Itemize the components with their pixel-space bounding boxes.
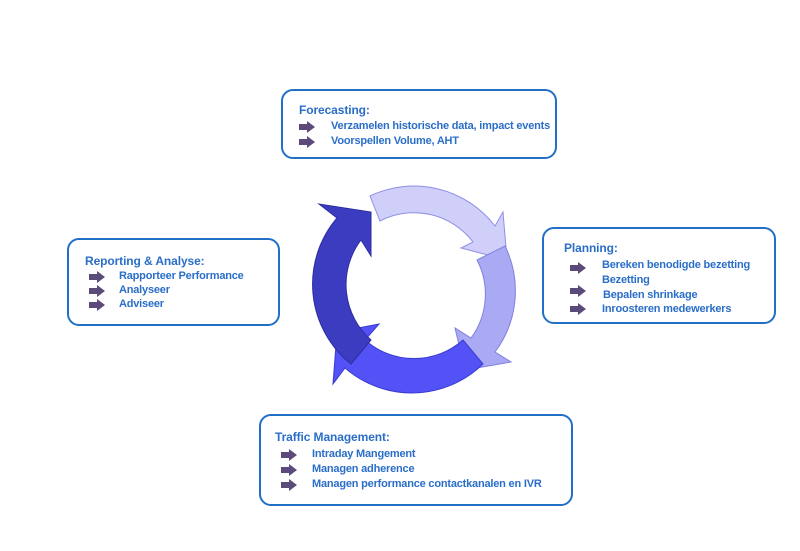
planning-item: Bereken benodigde bezetting [602, 259, 751, 271]
cycle-arrow-forecasting [369, 185, 508, 261]
traffic-management-box: Traffic Management: Intraday Mangement M… [259, 414, 573, 506]
arrow-right-icon [570, 262, 586, 274]
reporting-box: Reporting & Analyse: Rapporteer Performa… [67, 238, 280, 326]
forecasting-title: Forecasting: [299, 103, 370, 117]
arrow-right-icon [281, 449, 297, 461]
planning-box: Planning: Bereken benodigde bezetting Be… [542, 227, 776, 324]
arrow-right-icon [281, 479, 297, 491]
planning-item: Bepalen shrinkage [603, 289, 698, 301]
cycle-arrow-reporting [312, 203, 372, 365]
cycle-diagram [312, 185, 516, 394]
traffic-item: Managen adherence [312, 463, 415, 475]
arrow-right-icon [281, 464, 297, 476]
cycle-arrow-traffic [332, 323, 484, 394]
reporting-title: Reporting & Analyse: [85, 254, 205, 268]
arrow-right-icon [89, 285, 105, 297]
traffic-item: Managen performance contactkanalen en IV… [312, 478, 542, 490]
arrow-right-icon [570, 303, 586, 315]
cycle-arrow-planning [454, 245, 516, 371]
arrow-right-icon [89, 299, 105, 311]
reporting-item: Rapporteer Performance [119, 270, 244, 282]
forecasting-item: Verzamelen historische data, impact even… [331, 120, 551, 132]
reporting-item: Adviseer [119, 298, 164, 310]
forecasting-item: Voorspellen Volume, AHT [331, 135, 459, 147]
planning-item: Inroosteren medewerkers [602, 303, 732, 315]
arrow-right-icon [299, 136, 315, 148]
planning-title: Planning: [564, 241, 618, 255]
traffic-item: Intraday Mangement [312, 448, 416, 460]
reporting-item: Analyseer [119, 284, 170, 296]
traffic-management-title: Traffic Management: [275, 430, 390, 444]
arrow-right-icon [89, 271, 105, 283]
arrow-right-icon [299, 121, 315, 133]
forecasting-box: Forecasting: Verzamelen historische data… [281, 89, 557, 159]
planning-item: Bezetting [602, 274, 650, 286]
arrow-right-icon [570, 285, 586, 297]
